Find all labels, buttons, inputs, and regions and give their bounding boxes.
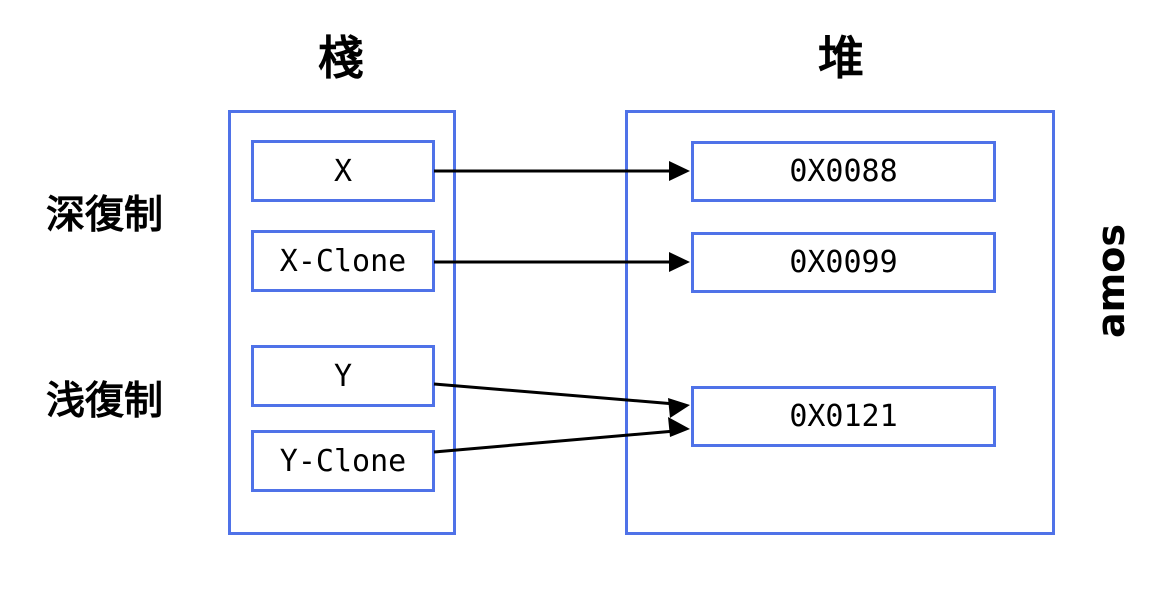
deep-copy-label: 深復制 bbox=[46, 192, 164, 238]
heap-cell-0x0121: 0X0121 bbox=[691, 386, 996, 447]
stack-cell-y: Y bbox=[251, 345, 435, 407]
watermark-text: amos bbox=[1089, 224, 1133, 338]
stack-cell-x-clone: X-Clone bbox=[251, 230, 435, 292]
heap-cell-0x0088: 0X0088 bbox=[691, 141, 996, 202]
heap-cell-0x0099: 0X0099 bbox=[691, 232, 996, 293]
stack-cell-y-clone: Y-Clone bbox=[251, 430, 435, 492]
stack-container bbox=[228, 110, 456, 535]
stack-cell-x: X bbox=[251, 140, 435, 202]
heap-container bbox=[625, 110, 1055, 535]
stack-region-title: 棧 bbox=[318, 31, 364, 85]
heap-region-title: 堆 bbox=[818, 31, 864, 85]
shallow-copy-label: 浅復制 bbox=[46, 378, 164, 424]
